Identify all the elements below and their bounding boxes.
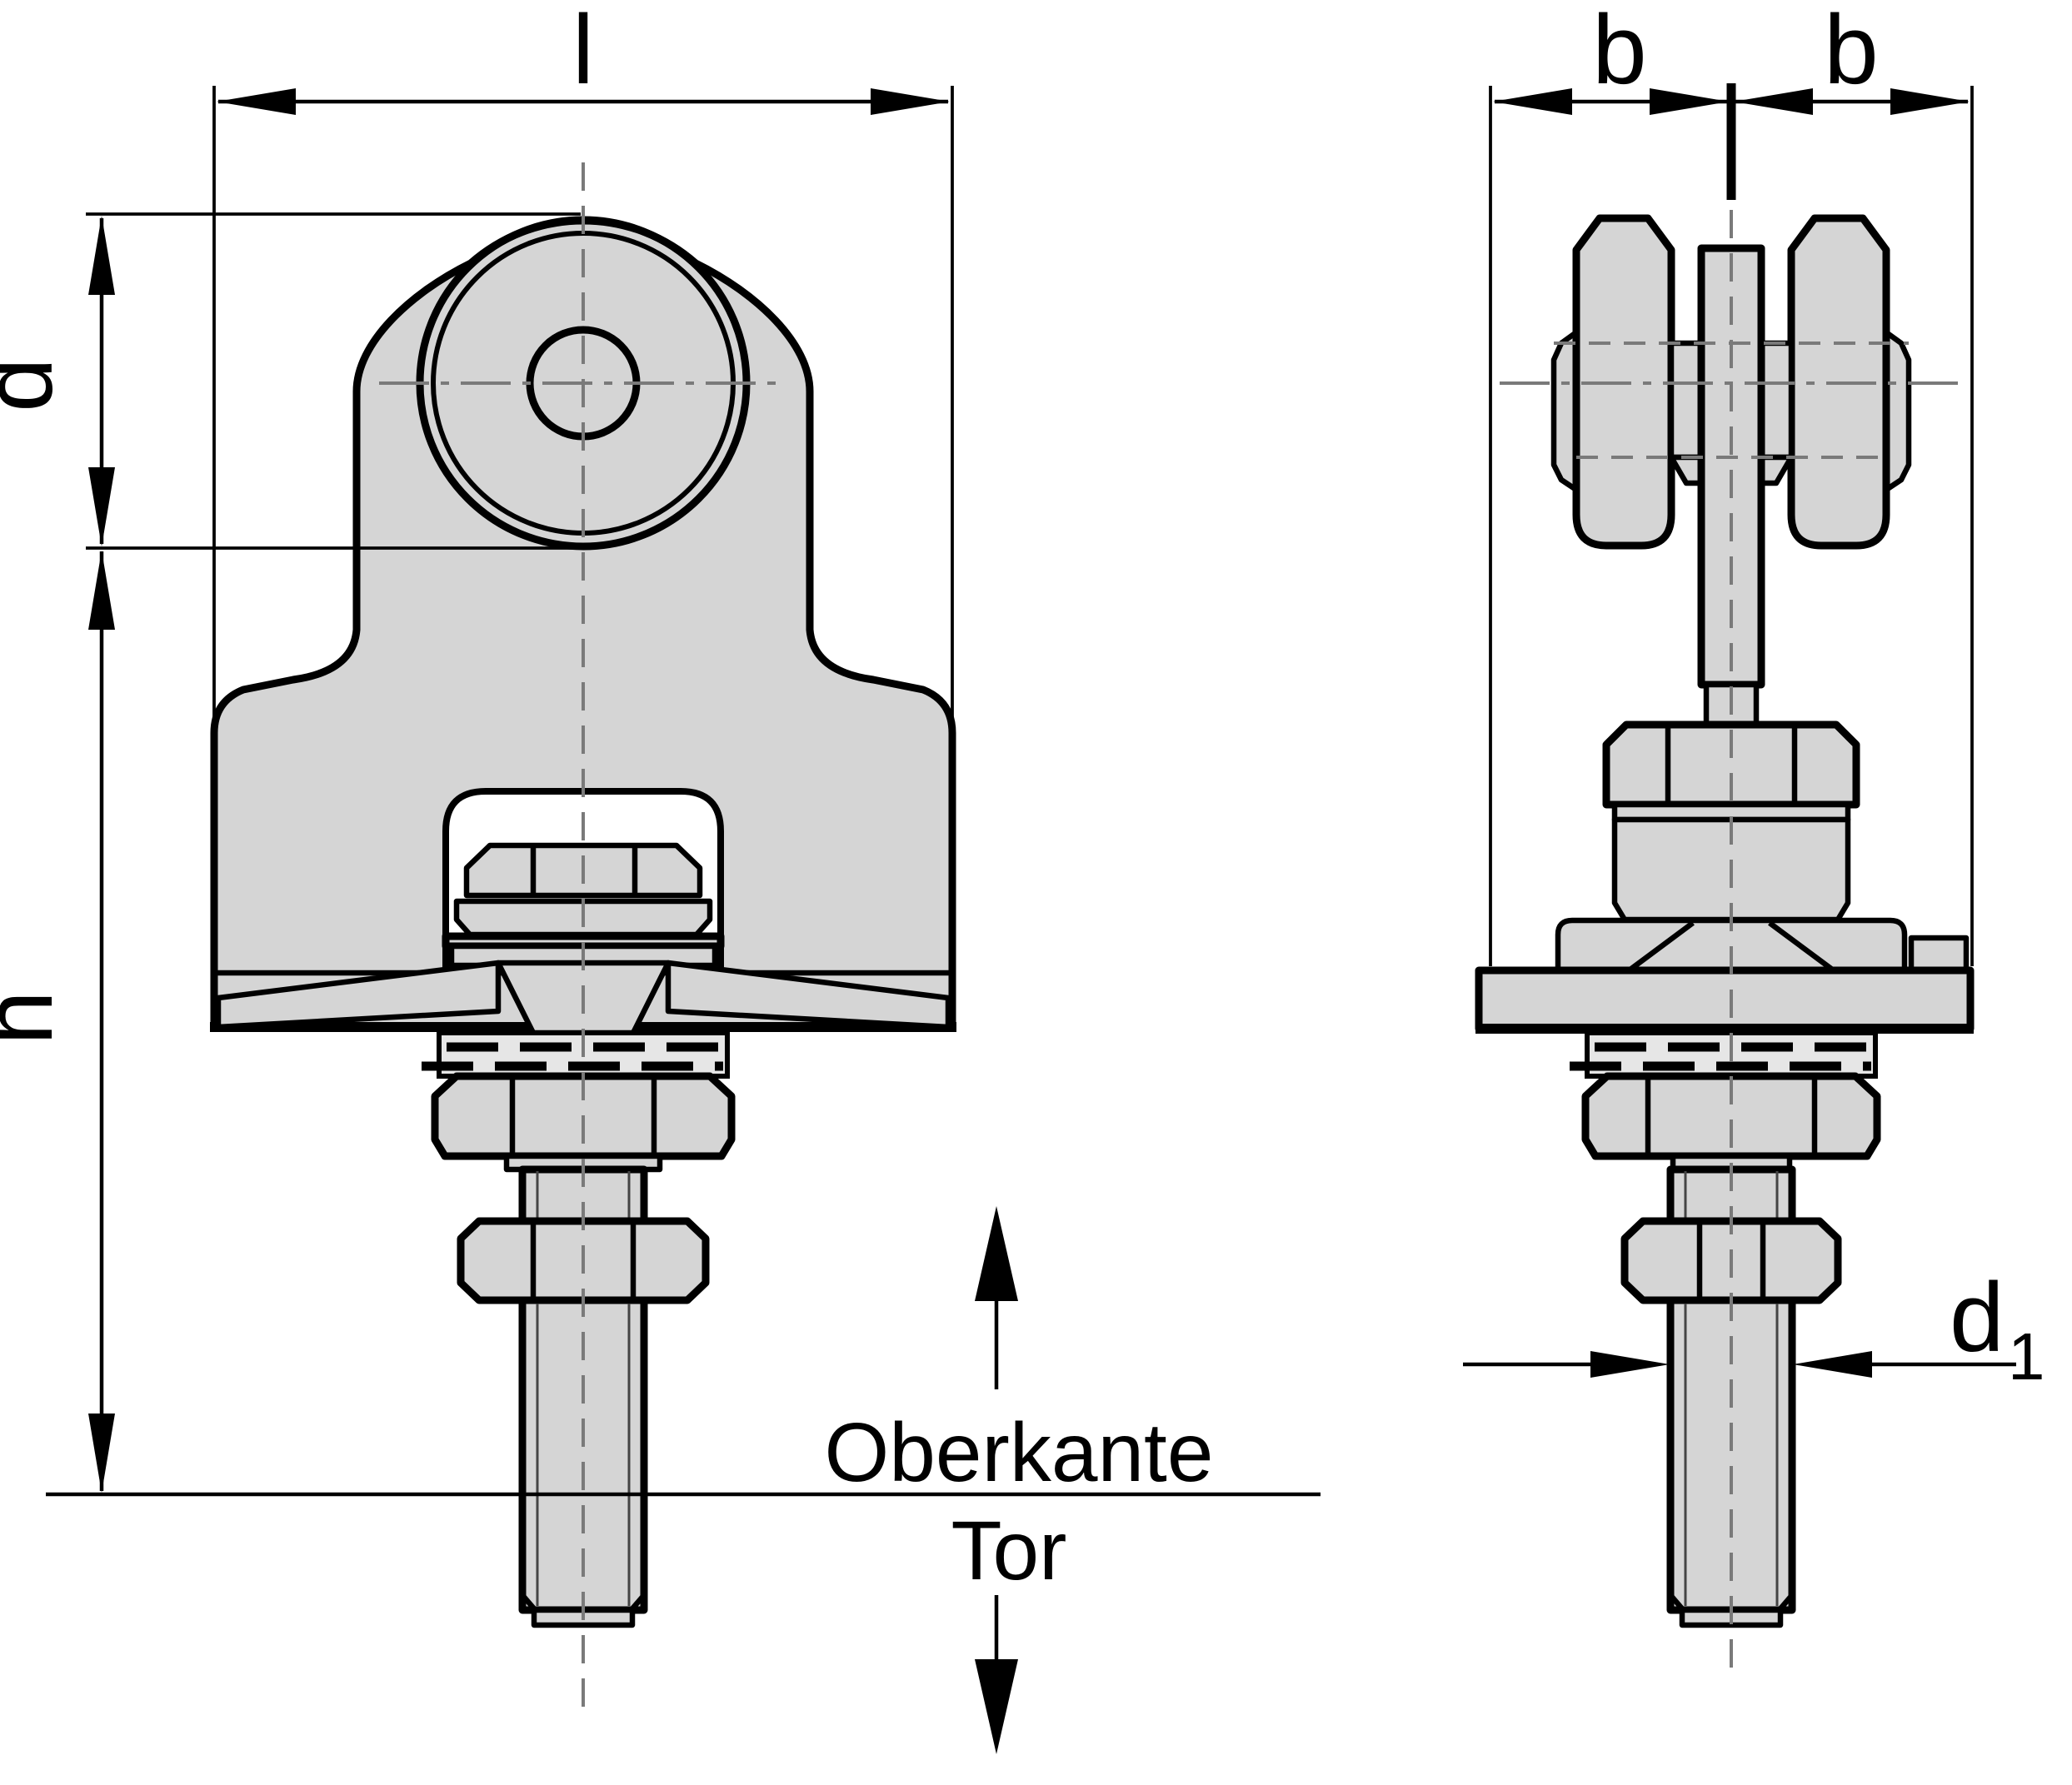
hub-left xyxy=(1668,340,1705,461)
label-b-left: b xyxy=(1592,0,1647,105)
gate-top-reference: Oberkante Tor xyxy=(46,1206,1321,1754)
arrow-right-icon xyxy=(871,88,950,115)
up-arrow-icon xyxy=(975,1206,1018,1301)
label-oberkante: Oberkante xyxy=(825,1406,1214,1499)
hub-step-right xyxy=(1758,454,1795,486)
arrow-left-icon xyxy=(1734,88,1813,115)
hub-step-left xyxy=(1668,454,1705,486)
label-d1-subscript: 1 xyxy=(2008,1319,2045,1394)
dimension-b: b b xyxy=(1489,0,1974,966)
arrow-left-icon xyxy=(217,88,296,115)
plate-tab xyxy=(1908,935,1970,974)
arrow-down-icon xyxy=(88,467,115,546)
arrow-right-icon xyxy=(1650,88,1729,115)
arrow-up-icon xyxy=(88,551,115,630)
front-view xyxy=(210,162,956,1709)
dimension-d: d xyxy=(0,212,581,550)
arrow-up-icon xyxy=(88,216,115,295)
label-d1: d xyxy=(1950,1263,2005,1373)
label-b-right: b xyxy=(1824,0,1879,105)
dimension-h: h xyxy=(0,551,115,1493)
arrow-left-icon xyxy=(1493,88,1572,115)
arrow-right-icon xyxy=(1890,88,1970,115)
arrow-down-icon xyxy=(88,1414,115,1493)
lock-washer-left-wing xyxy=(215,960,502,1030)
side-view xyxy=(1475,210,1975,1673)
dimension-l: l xyxy=(212,0,954,721)
dimension-d1: d 1 xyxy=(1463,1263,2045,1394)
carrier-plate-side xyxy=(1475,966,1975,1033)
hub-right xyxy=(1758,340,1795,461)
label-h: h xyxy=(0,990,73,1045)
arrow-left-icon xyxy=(1793,1351,1872,1378)
down-arrow-icon xyxy=(975,1659,1018,1754)
label-l: l xyxy=(572,0,594,105)
label-d: d xyxy=(0,357,73,412)
lock-washer-right-wing xyxy=(665,960,951,1030)
arrow-right-icon xyxy=(1590,1351,1670,1378)
label-tor: Tor xyxy=(951,1504,1067,1598)
